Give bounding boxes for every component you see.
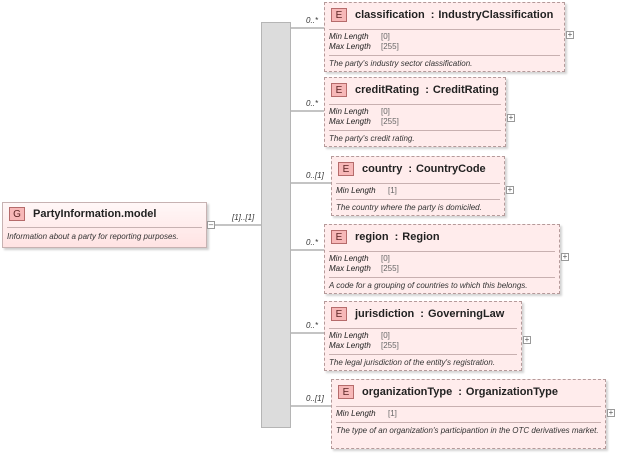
group-header: G PartyInformation.model	[3, 203, 206, 225]
property-label: Min Length	[336, 186, 376, 195]
element-name: classification	[355, 9, 425, 21]
property-value: [0]	[381, 32, 390, 41]
element-properties: Min Length [0] Max Length [255]	[329, 104, 501, 127]
element-name: organizationType	[362, 386, 453, 398]
element-cardinality: 0..[1]	[306, 171, 324, 180]
group-badge: G	[9, 207, 25, 221]
property-row: Min Length [1]	[336, 186, 500, 196]
group-description: Information about a party for reporting …	[7, 227, 202, 241]
type-separator: :	[425, 84, 429, 96]
property-label: Min Length	[329, 254, 369, 263]
element-properties: Min Length [0] Max Length [255]	[329, 29, 560, 52]
element-properties: Min Length [1]	[336, 406, 601, 419]
property-label: Min Length	[329, 107, 369, 116]
property-value: [0]	[381, 331, 390, 340]
expand-icon[interactable]: +	[566, 30, 574, 39]
property-value: [255]	[381, 117, 399, 126]
property-value: [0]	[381, 107, 390, 116]
element-description: The legal jurisdiction of the entity's r…	[329, 354, 517, 368]
sequence-compositor[interactable]	[261, 22, 291, 428]
element-description: The party's industry sector classificati…	[329, 55, 560, 69]
property-label: Max Length	[329, 117, 371, 126]
group-cardinality: [1]..[1]	[232, 213, 255, 222]
element-properties: Min Length [0] Max Length [255]	[329, 328, 517, 351]
collapse-icon[interactable]: –	[207, 220, 215, 229]
property-value: [255]	[381, 341, 399, 350]
expand-icon[interactable]: +	[506, 185, 514, 194]
group-title: PartyInformation.model	[33, 208, 157, 220]
property-row: Max Length [255]	[329, 341, 517, 351]
type-separator: :	[394, 231, 399, 243]
property-label: Min Length	[329, 32, 369, 41]
element-badge: E	[338, 162, 354, 176]
type-separator: :	[408, 163, 413, 175]
element-badge: E	[338, 385, 354, 399]
expand-icon[interactable]: +	[507, 113, 515, 122]
element-cardinality: 0..[1]	[306, 394, 324, 403]
element-badge: E	[331, 307, 347, 321]
property-value: [0]	[381, 254, 390, 263]
element-cardinality: 0..*	[306, 238, 319, 247]
element-badge: E	[331, 230, 347, 244]
element-properties: Min Length [1]	[336, 183, 500, 196]
element-type: OrganizationType	[465, 386, 559, 398]
element-cardinality: 0..*	[306, 16, 319, 25]
property-row: Min Length [0]	[329, 331, 517, 341]
property-row: Min Length [0]	[329, 254, 555, 264]
type-separator: :	[420, 308, 424, 320]
element-badge: E	[331, 83, 347, 97]
expand-icon[interactable]: +	[607, 408, 615, 417]
element-name: jurisdiction	[355, 308, 415, 320]
property-label: Max Length	[329, 341, 371, 350]
property-value: [1]	[388, 186, 397, 195]
element-cardinality: 0..*	[306, 99, 319, 108]
type-separator: :	[430, 9, 435, 21]
property-row: Max Length [255]	[329, 264, 555, 274]
property-row: Min Length [0]	[329, 32, 560, 42]
element-type: CreditRating	[432, 84, 499, 96]
element-type: IndustryClassification	[438, 9, 554, 21]
element-type: CountryCode	[416, 163, 486, 175]
element-cardinality: 0..*	[306, 321, 319, 330]
property-row: Min Length [1]	[336, 409, 601, 419]
element-description: The type of an organization's participan…	[336, 422, 601, 436]
element-name: country	[362, 163, 403, 175]
element-description: The country where the party is domiciled…	[336, 199, 500, 213]
element-type: Region	[402, 231, 440, 243]
expand-icon[interactable]: +	[523, 335, 531, 344]
property-value: [255]	[381, 42, 399, 51]
element-description: The party's credit rating.	[329, 130, 501, 144]
element-description: A code for a grouping of countries to wh…	[329, 277, 555, 291]
element-name: creditRating	[355, 84, 420, 96]
property-row: Max Length [255]	[329, 42, 560, 52]
property-label: Max Length	[329, 42, 371, 51]
property-row: Max Length [255]	[329, 117, 501, 127]
property-value: [1]	[388, 409, 397, 418]
property-value: [255]	[381, 264, 399, 273]
element-properties: Min Length [0] Max Length [255]	[329, 251, 555, 274]
group-node[interactable]: G PartyInformation.model Information abo…	[2, 202, 207, 248]
expand-icon[interactable]: +	[561, 252, 569, 261]
type-separator: :	[458, 386, 462, 398]
element-name: region	[355, 231, 389, 243]
element-type: GoverningLaw	[427, 308, 505, 320]
element-badge: E	[331, 8, 347, 22]
property-label: Max Length	[329, 264, 371, 273]
property-label: Min Length	[329, 331, 369, 340]
property-label: Min Length	[336, 409, 376, 418]
property-row: Min Length [0]	[329, 107, 501, 117]
